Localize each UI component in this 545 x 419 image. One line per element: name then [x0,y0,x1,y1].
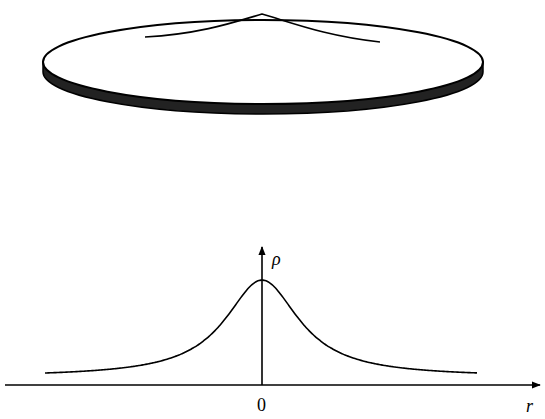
origin-label: 0 [257,396,266,414]
r-axis [5,384,540,386]
density-bump [145,14,380,42]
density-graph [5,247,540,385]
disk [43,14,483,114]
axis-label: ρ [272,250,281,268]
density-curve [45,280,477,373]
axis-label: r [526,397,533,415]
disk-face [43,20,483,104]
rho-axis [261,247,263,385]
